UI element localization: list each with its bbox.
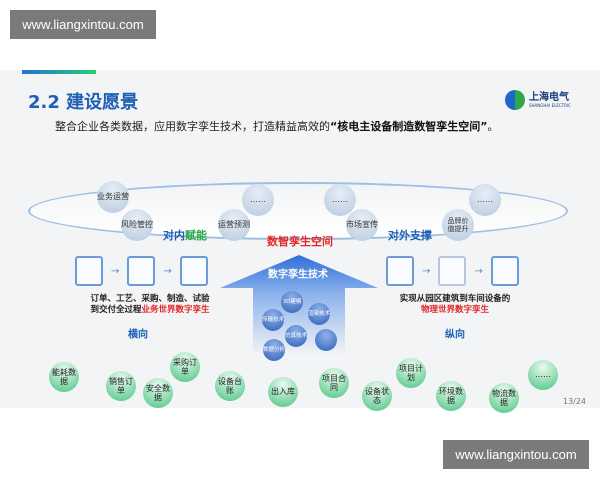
data-bubble: 项目合同: [319, 368, 349, 398]
subtitle: 整合企业各类数据，应用数字孪生技术，打造精益高效的“核电主设备制造数智孪生空间”…: [55, 118, 498, 134]
equipment-panel-icon: [490, 256, 519, 286]
arrow-icon: →: [163, 265, 172, 277]
building-icon: [386, 256, 414, 286]
tech-bubble: 渲染技术: [308, 303, 330, 325]
bubble: 品牌价值提升: [442, 209, 474, 241]
bubble: ……: [469, 184, 501, 216]
factory-icon: [127, 256, 156, 286]
watermark-top: www.liangxintou.com: [10, 10, 156, 39]
right-desc-highlight: 物理世界数字孪生: [420, 305, 490, 316]
data-bubble: 设备台账: [215, 371, 245, 401]
arrow-label: 数字孪生技术: [268, 269, 328, 281]
bubble: 市场宣传: [346, 209, 378, 241]
data-bubble: ……: [528, 360, 558, 390]
outer-label: 对外支撑: [388, 229, 432, 242]
arrow-icon: →: [111, 265, 120, 277]
left-desc-line2: 到交付全过程: [90, 305, 142, 316]
data-bubble: 环境数据: [436, 381, 466, 411]
bubble: ……: [324, 184, 356, 216]
tech-bubble: 3D建模: [281, 291, 303, 313]
arrow-icon: →: [474, 265, 483, 277]
inner-label-a: 对内: [163, 229, 185, 242]
inner-label-b: 赋能: [185, 229, 207, 242]
bubble: 运营预测: [218, 209, 250, 241]
right-desc-line1: 实现从园区建筑到车间设备的: [399, 294, 511, 304]
data-bubble: 物流数据: [489, 383, 519, 413]
logo-icon: [505, 90, 525, 110]
accent-bar: [22, 70, 96, 74]
arrow-icon: →: [422, 265, 431, 277]
space-label: 数智孪生空间: [267, 235, 333, 248]
business-flow-icons: → →: [75, 256, 208, 286]
left-description: 订单、工艺、采购、制造、试验 到交付全过程业务世界数字孪生: [90, 294, 209, 316]
vertical-label: 纵向: [445, 329, 465, 341]
tech-bubble: 仿真技术: [285, 325, 307, 347]
page-number: 13/24: [562, 397, 586, 406]
data-bubble: 采购订单: [170, 352, 200, 382]
tech-bubble: 传输技术: [262, 309, 284, 331]
horizontal-label: 横向: [128, 329, 148, 341]
left-desc-highlight: 业务世界数字孪生: [141, 305, 210, 316]
bubble: ……: [242, 184, 274, 216]
slide: 2.2 建设愿景 整合企业各类数据，应用数字孪生技术，打造精益高效的“核电主设备…: [0, 70, 600, 413]
data-bubble: 项目计划: [396, 358, 426, 388]
right-description: 实现从园区建筑到车间设备的 物理世界数字孪生: [400, 294, 511, 316]
printer-icon: [179, 256, 208, 286]
data-bubble: 安全数据: [143, 378, 173, 408]
logo-name: 上海电气: [529, 91, 569, 103]
tech-bubble: 数据分析: [263, 339, 285, 361]
left-desc-line1: 订单、工艺、采购、制造、试验: [90, 294, 210, 304]
factory-icon: [438, 256, 467, 286]
data-bubble: 销售订单: [106, 371, 136, 401]
watermark-bottom: www.liangxintou.com: [443, 440, 589, 469]
physical-flow-icons: → →: [386, 256, 519, 286]
subtitle-text: 整合企业各类数据，应用数字孪生技术，打造精益高效的: [55, 120, 330, 133]
document-icon: [75, 256, 103, 286]
bubble: 风险管控: [121, 209, 153, 241]
logo-en: SHANGHAI ELECTRIC: [529, 102, 571, 108]
data-bubble: 出入库: [268, 377, 298, 407]
bubble: 业务运营: [97, 181, 129, 213]
data-bubble: 能耗数据: [49, 362, 79, 392]
tech-bubble: [315, 329, 337, 351]
subtitle-highlight: “核电主设备制造数智孪生空间”: [330, 120, 488, 133]
inner-label: 对内赋能: [163, 227, 207, 243]
page-title: 2.2 建设愿景: [28, 92, 139, 113]
subtitle-end: 。: [487, 120, 499, 133]
data-bubble: 设备状态: [362, 381, 392, 411]
